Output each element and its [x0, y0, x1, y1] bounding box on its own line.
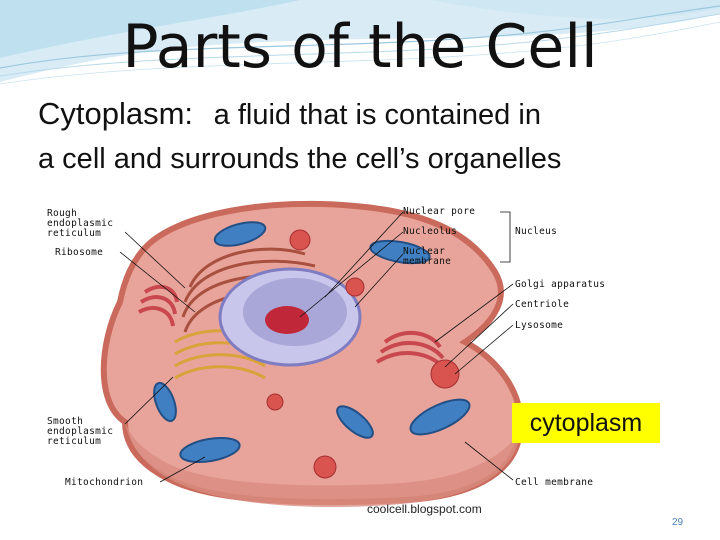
label-ribosome: Ribosome	[55, 247, 103, 258]
nucleus-shape	[218, 267, 362, 367]
header-wave-decoration	[0, 0, 720, 85]
label-mitochondrion: Mitochondrion	[65, 477, 143, 488]
definition-block: Cytoplasm: a fluid that is contained in …	[38, 92, 708, 181]
definition-line-2: a cell and surrounds the cell’s organell…	[38, 143, 562, 175]
lysosomes-group	[266, 229, 460, 479]
label-centriole: Centriole	[515, 299, 569, 310]
label-smooth-er-1: Smooth	[47, 416, 83, 427]
slide-number: 29	[672, 517, 684, 528]
golgi-left-shape	[138, 284, 179, 327]
cell-cut-face	[125, 422, 520, 507]
label-cell-membrane: Cell membrane	[515, 477, 593, 488]
cytoplasm-highlight-label: cytoplasm	[512, 403, 660, 443]
label-lysosome: Lysosome	[515, 320, 563, 331]
label-nuclear-membrane-1: Nuclear	[403, 246, 445, 257]
label-rough-er-1: Rough	[47, 208, 77, 219]
label-smooth-er-2: endoplasmic	[47, 426, 113, 437]
image-credit: coolcell.blogspot.com	[367, 502, 482, 516]
label-smooth-er-3: reticulum	[47, 436, 101, 447]
leader-lines	[119, 211, 514, 483]
definition-line-1: a fluid that is contained in	[213, 99, 541, 131]
label-rough-er-2: endoplasmic	[47, 218, 113, 229]
slide-title: Parts of the Cell	[122, 12, 598, 82]
label-nuclear-pore: Nuclear pore	[403, 206, 475, 217]
label-nucleus: Nucleus	[515, 226, 557, 237]
label-nucleolus: Nucleolus	[403, 226, 457, 237]
label-nuclear-membrane-2: membrane	[403, 256, 451, 267]
animal-cell-diagram: Rough endoplasmic reticulum Ribosome Smo…	[47, 200, 605, 507]
label-rough-er-3: reticulum	[47, 228, 101, 239]
nucleolus-shape	[265, 306, 309, 334]
term-cytoplasm: Cytoplasm:	[38, 96, 194, 131]
label-golgi: Golgi apparatus	[515, 279, 605, 290]
mitochondria-group	[153, 221, 471, 464]
